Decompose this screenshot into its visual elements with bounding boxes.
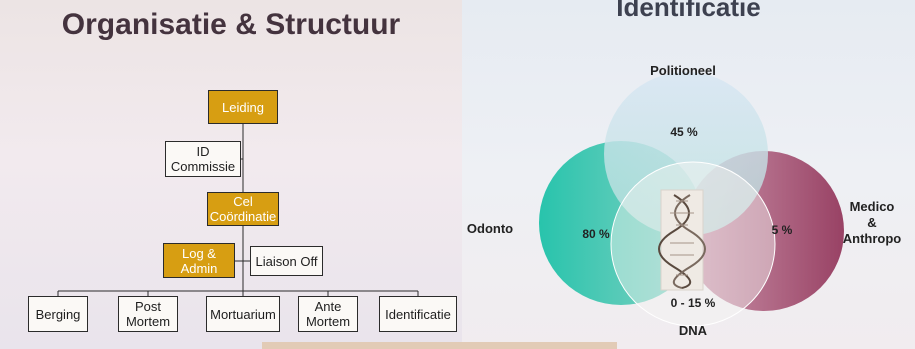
node-ante-mortem: Ante Mortem bbox=[298, 296, 358, 332]
text-line: 0 - 15 % bbox=[671, 296, 716, 310]
text-line: 45 % bbox=[670, 125, 698, 139]
label-dna: DNA bbox=[679, 323, 708, 338]
label-politioneel: Politioneel bbox=[650, 63, 716, 78]
value-dna: 0 - 15 % bbox=[671, 296, 716, 310]
identificatie-slide: Identificatie bbox=[462, 0, 915, 349]
text-line: Medico bbox=[850, 199, 895, 214]
text-line: 5 % bbox=[772, 223, 793, 237]
text-line: Politioneel bbox=[650, 63, 716, 78]
org-connectors bbox=[57, 124, 419, 296]
node-post-mortem: Post Mortem bbox=[118, 296, 178, 332]
node-id-commissie: ID Commissie bbox=[165, 141, 241, 177]
label-medico-anthropo: Medico&Anthropo bbox=[843, 199, 902, 246]
value-politioneel: 45 % bbox=[670, 125, 698, 139]
node-leiding: Leiding bbox=[208, 90, 278, 124]
node-liaison-off: Liaison Off bbox=[250, 246, 323, 276]
text-line: DNA bbox=[679, 323, 708, 338]
node-cel-coordinatie: Cel Coördinatie bbox=[207, 192, 279, 226]
venn-slide-title: Identificatie bbox=[616, 0, 761, 22]
venn-diagram: Politioneel 45 % Odonto 80 % Medico&Anth… bbox=[467, 63, 902, 338]
text-line: Anthropo bbox=[843, 231, 902, 246]
node-identificatie: Identificatie bbox=[379, 296, 457, 332]
org-slide-title: Organisatie & Structuur bbox=[61, 8, 401, 41]
node-mortuarium: Mortuarium bbox=[206, 296, 280, 332]
value-odonto: 80 % bbox=[582, 227, 610, 241]
node-log-admin: Log & Admin bbox=[163, 243, 235, 278]
value-medico: 5 % bbox=[772, 223, 793, 237]
text-line: & bbox=[867, 215, 876, 230]
text-line: Odonto bbox=[467, 221, 513, 236]
dna-helix-image bbox=[658, 189, 706, 291]
org-structure-slide: Organisatie & Structuur Leiding ID Commi… bbox=[0, 0, 462, 349]
label-odonto: Odonto bbox=[467, 221, 513, 236]
venn-circle-politioneel bbox=[604, 72, 768, 236]
photo-edge-strip bbox=[262, 342, 617, 349]
node-berging: Berging bbox=[28, 296, 88, 332]
text-line: 80 % bbox=[582, 227, 610, 241]
